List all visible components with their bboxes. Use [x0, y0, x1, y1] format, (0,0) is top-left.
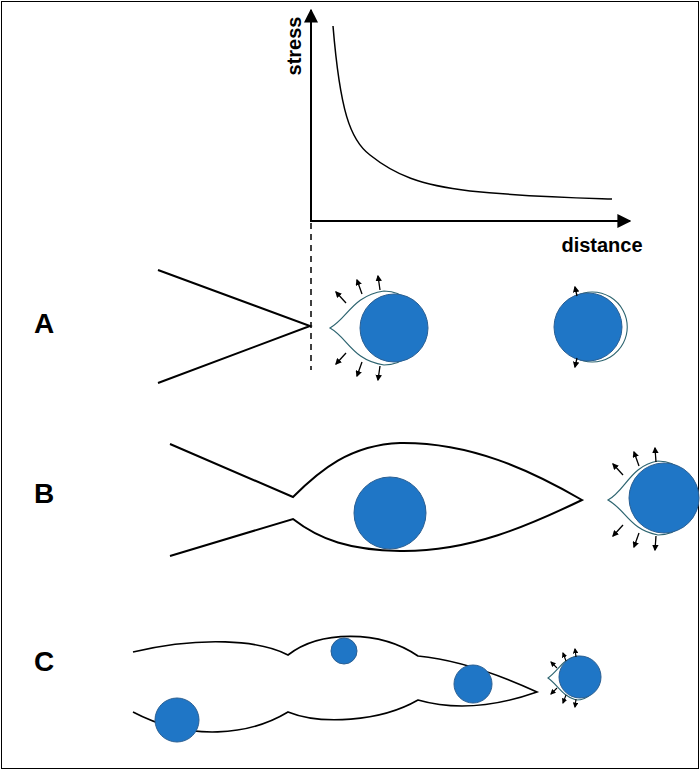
stress-graph: [310, 10, 630, 370]
panel-letter: A: [34, 308, 54, 340]
panel-letter: B: [34, 478, 54, 510]
row-a: [158, 270, 627, 383]
row-c: [133, 636, 601, 742]
axis-label: distance: [561, 234, 642, 257]
panel-letter: C: [34, 646, 54, 678]
axis-label: stress: [283, 17, 306, 76]
row-b: [170, 443, 699, 556]
